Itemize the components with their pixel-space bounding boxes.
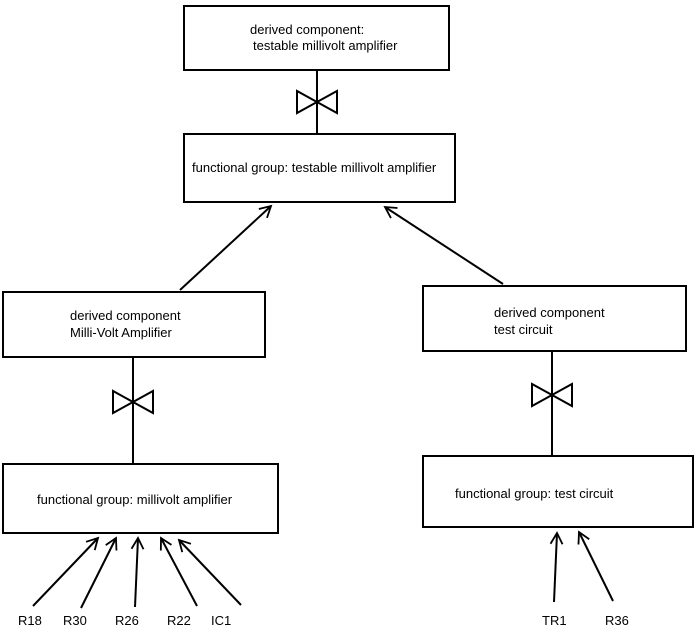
node-label: functional group: testable millivolt amp… (192, 160, 437, 175)
component-label-r30: R30 (63, 613, 87, 628)
node-label-line1: derived component: (250, 22, 365, 37)
node-derived-component-millivolt: derived component Milli-Volt Amplifier (2, 291, 266, 358)
arrow-test-circuit-to-testable (383, 205, 504, 285)
arrow-millivolt-amplifier-to-testable (179, 204, 273, 291)
component-label-tr1: TR1 (542, 613, 567, 628)
node-functional-group-test-circuit: functional group: test circuit (422, 455, 694, 528)
arrow-ic1 (177, 538, 242, 606)
node-derived-component-testable: derived component: testable millivolt am… (183, 5, 450, 71)
arrow-r18 (32, 536, 100, 607)
node-functional-group-testable: functional group: testable millivolt amp… (183, 133, 456, 203)
component-label-r22: R22 (167, 613, 191, 628)
node-label-line1: derived component (70, 308, 181, 323)
node-label-line2: Milli-Volt Amplifier (70, 325, 172, 340)
node-label: functional group: millivolt amplifier (37, 492, 233, 507)
node-functional-group-millivolt: functional group: millivolt amplifier (2, 463, 279, 534)
node-label-line1: derived component (494, 305, 605, 320)
node-label-line2: testable millivolt amplifier (253, 38, 398, 53)
arrow-r26 (130, 536, 145, 608)
arrow-r36 (577, 530, 614, 602)
bowtie-icon-top (296, 89, 338, 115)
node-label: functional group: test circuit (455, 486, 614, 501)
component-label-r18: R18 (18, 613, 42, 628)
arrow-r22 (159, 536, 198, 607)
component-label-ic1: IC1 (211, 613, 232, 628)
component-label-r26: R26 (115, 613, 139, 628)
bowtie-icon-right (531, 382, 573, 408)
arrow-tr1 (549, 531, 564, 603)
arrow-r30 (80, 536, 118, 609)
component-label-r36: R36 (605, 613, 629, 628)
node-label-line2: test circuit (494, 322, 553, 337)
bowtie-icon-left (112, 389, 154, 415)
node-derived-component-test-circuit: derived component test circuit (422, 285, 687, 352)
